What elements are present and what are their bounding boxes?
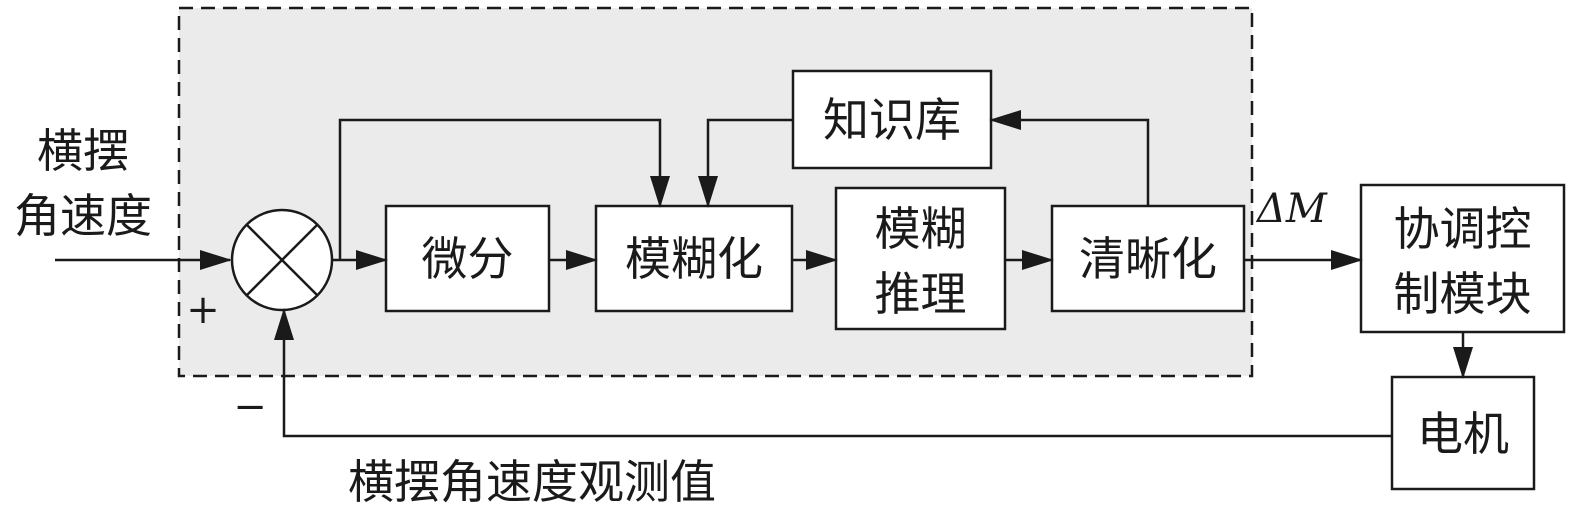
minus-sign: − bbox=[233, 384, 267, 430]
fuzzification-label: 模糊化 bbox=[625, 232, 763, 286]
coordination-module-label-line2: 制模块 bbox=[1394, 267, 1532, 321]
input-label-line2: 角速度 bbox=[14, 189, 152, 243]
arrow-knowledge-to-fuzzification bbox=[698, 118, 793, 208]
differential-block bbox=[384, 204, 551, 313]
motor-label: 电机 bbox=[1417, 407, 1509, 461]
delta-m-label: ΔM bbox=[1255, 186, 1328, 232]
arrow-defuzzification-to-knowledge bbox=[989, 110, 1150, 206]
coordination-module-label-line1: 协调控 bbox=[1394, 202, 1532, 256]
plus-sign: + bbox=[186, 287, 220, 333]
feedback-label: 横摆角速度观测值 bbox=[348, 455, 716, 509]
arrow-bypass-to-fuzzification bbox=[338, 118, 670, 260]
input-label-line1: 横摆 bbox=[37, 124, 129, 178]
fuzzy-inference-label-line1: 模糊 bbox=[875, 202, 967, 256]
knowledge-base-label: 知识库 bbox=[823, 93, 961, 147]
feedback-arrow bbox=[274, 308, 1392, 438]
fuzzy-inference-label-line2: 推理 bbox=[875, 267, 967, 321]
defuzzification-label: 清晰化 bbox=[1079, 232, 1217, 286]
motor-block bbox=[1390, 375, 1536, 491]
differential-label: 微分 bbox=[422, 232, 514, 286]
summing-junction bbox=[230, 208, 334, 312]
